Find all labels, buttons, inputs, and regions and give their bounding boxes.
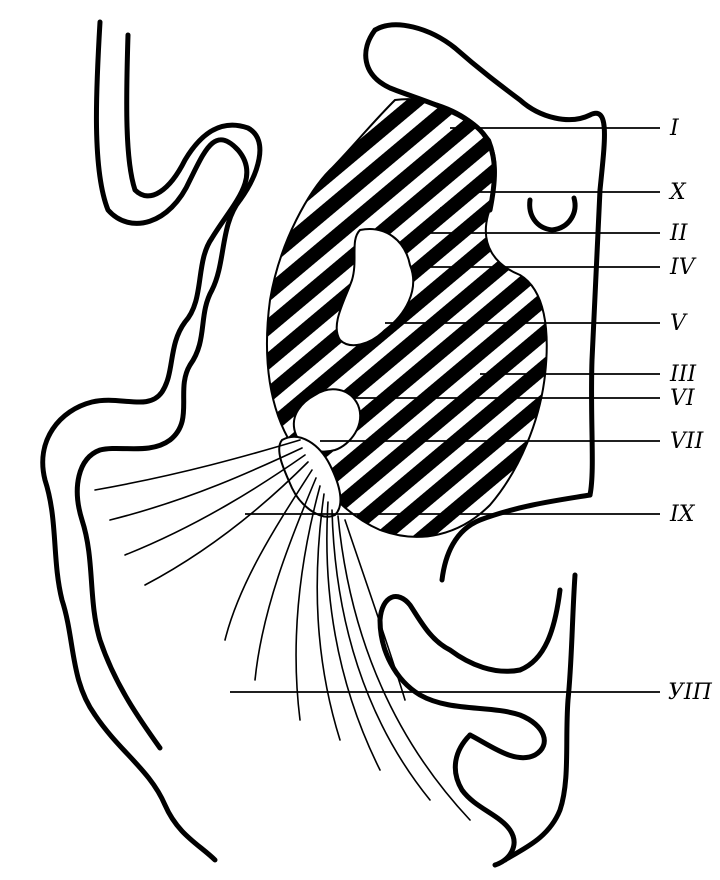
label-vi: VI xyxy=(670,386,696,411)
lower-right-gyrus-2 xyxy=(502,572,578,863)
lower-right-gyrus-3 xyxy=(452,732,517,868)
cortex-outline-left xyxy=(40,19,250,863)
cortex-inner-fold xyxy=(74,32,263,751)
label-viii: УIП xyxy=(668,680,713,705)
label-group: I X II IV V III VI VII IX УIП xyxy=(230,116,713,705)
inner-region-vii xyxy=(278,435,342,518)
label-i: I xyxy=(669,116,680,141)
fibre-tracts xyxy=(94,439,471,821)
label-vii: VII xyxy=(670,429,705,454)
label-iv: IV xyxy=(669,255,697,280)
inner-region-vi xyxy=(292,388,361,453)
right-border xyxy=(439,492,593,583)
label-iii: III xyxy=(669,362,697,387)
lower-right-gyrus xyxy=(377,587,563,761)
ventricle-notch xyxy=(527,195,578,233)
label-v: V xyxy=(670,311,688,336)
inner-region-v xyxy=(335,228,415,347)
label-ii: II xyxy=(669,221,689,246)
label-ix: IX xyxy=(669,502,696,527)
label-x: X xyxy=(668,180,687,205)
upper-right-contour xyxy=(372,22,607,498)
